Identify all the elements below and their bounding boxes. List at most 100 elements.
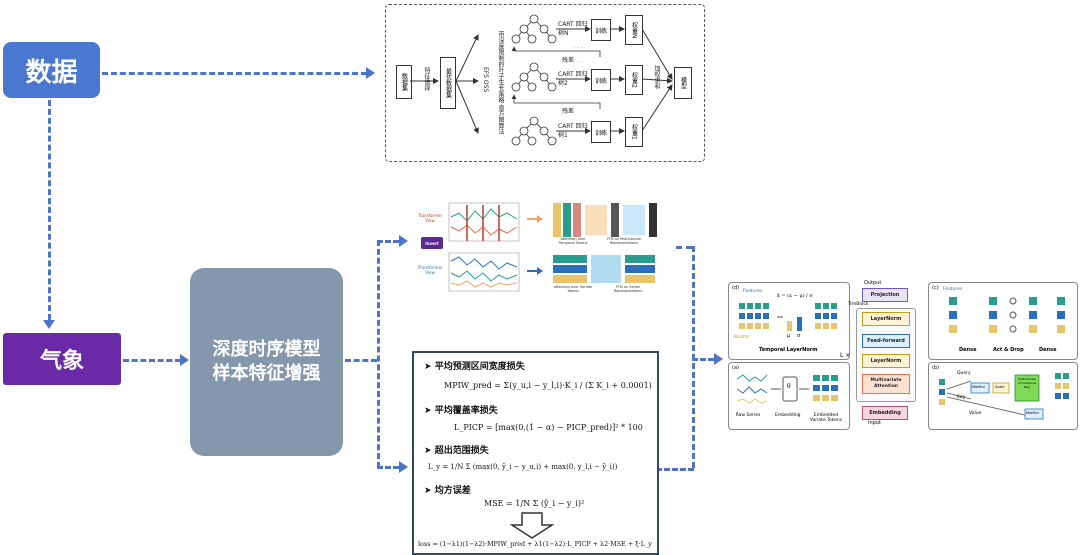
gbdt-tree1-label: CART 回归树1: [558, 123, 588, 139]
arch-sigma: σ: [797, 333, 801, 339]
loss-formula-4: MSE = 1/N Σ (ŷ_i − y_i)²: [484, 499, 585, 508]
arch-matmul-2: MatMul: [1026, 411, 1039, 415]
connector-data-to-weather: [48, 100, 51, 320]
arch-input: Input: [868, 420, 881, 426]
arch-temporal-ln: Temporal LayerNorm: [759, 347, 818, 353]
arch-c-graph: [949, 297, 1065, 333]
model-label-box: 深度时序模型 样本特征增强: [190, 268, 343, 456]
arch-dense-2: Dense: [1039, 347, 1057, 353]
arch-layernorm-bottom: LayerNorm: [862, 354, 910, 368]
gbdt-residual-mid: 残差: [562, 108, 575, 115]
arch-layernorm-top-label: LayerNorm: [870, 316, 902, 322]
connector-data-to-gbdt: [102, 72, 367, 75]
itrans-panel: Transformer View iTransformer View Inver…: [415, 197, 670, 297]
arch-panel-c: (c) Features Dense Act & Drop Dense: [928, 282, 1078, 360]
arrowhead-itrans: [399, 235, 408, 247]
arch-trmblock: TrmBlock: [848, 302, 869, 307]
tree-n-icon: [511, 14, 557, 44]
loss-bullet-3-text: 超出范围损失: [434, 446, 489, 456]
arch-embedding: Embedding: [862, 406, 908, 420]
gbdt-residual-top: 残差: [562, 57, 575, 64]
arch-panel-a: (a) θ Raw Series Embedding Embedded Vari…: [728, 362, 850, 430]
gbdt-panel: 数据集 特征选择 最优数据集 EFS OSS 带深度限制的叶子生长策略 直方图算…: [385, 4, 705, 162]
transformer-view-label: Transformer View: [417, 213, 442, 223]
arch-projection-label: Projection: [870, 292, 900, 298]
arch-ln-formula: x̂ = (x − μ) / σ: [777, 293, 813, 299]
arch-corr-map: Multivariate Correlations Map: [1017, 377, 1037, 389]
loss-bullet-4: ➤ 均方误差: [424, 486, 471, 496]
arch-projection: Projection: [862, 288, 908, 302]
arch-panel-b: (b) Query Key Value MatMul Scale Multiva…: [928, 362, 1078, 430]
gbdt-weight-1: 权重1: [625, 117, 643, 147]
gbdt-optimal-box: 最优数据集: [440, 57, 456, 109]
down-arrow-icon: [510, 512, 554, 539]
connector-to-arch: [692, 358, 714, 361]
arch-mha-label: Multivariate Attention: [870, 378, 902, 389]
gbdt-graph: · · · · · ·: [410, 14, 673, 146]
gbdt-weighted-sum: 加权求和: [653, 65, 660, 89]
tree-2-icon: [511, 62, 557, 92]
arch-theta: θ: [787, 383, 791, 390]
gbdt-train-2-label: 训练: [594, 77, 607, 85]
gbdt-train-1-label: 训练: [594, 129, 607, 137]
arrowhead-weather: [43, 320, 55, 329]
gbdt-tree2-label: CART 回归树2: [558, 71, 588, 87]
gbdt-optimal-label: 最优数据集: [444, 68, 452, 98]
variate-tokens-icon: [553, 255, 655, 283]
arch-a-graph: [736, 374, 838, 404]
loss-bullet-1-text: 平均预测区间宽度损失: [434, 362, 525, 372]
svg-text:· · ·: · · ·: [574, 59, 582, 65]
arch-d-tokens-icon: [739, 303, 837, 331]
gbdt-weight-n-label: 权重N: [630, 21, 638, 39]
arch-embedded-tokens: Embedded Variate Tokens: [809, 413, 843, 423]
arch-scale: Scale: [995, 385, 1005, 389]
itransformer-view-label: iTransformer View: [417, 265, 443, 275]
arch-dense-1: Dense: [959, 347, 977, 353]
loss-bullet-1: ➤ 平均预测区间宽度损失: [424, 362, 525, 372]
ffn-series-label: FFN on Series Representations: [613, 285, 643, 293]
gbdt-feature-select: 特征选择: [423, 67, 430, 91]
arch-feedforward-label: Feed-forward: [867, 338, 905, 344]
arch-query: Query: [957, 371, 971, 376]
gbdt-weight-2-label: 权重2: [630, 72, 638, 88]
gbdt-model-label: 模型: [679, 77, 687, 89]
arrowhead-model: [180, 354, 189, 366]
loss-formula-3: L_y = 1/N Σ (max(0, ŷ_i − y_u,i) + max(0…: [428, 463, 618, 471]
arch-feedforward: Feed-forward: [862, 334, 910, 348]
loss-bullet-2-text: 平均覆盖率损失: [434, 406, 498, 416]
arrowhead-loss: [399, 461, 408, 473]
arch-value: Value: [969, 411, 982, 416]
gbdt-model-box: 模型: [674, 67, 692, 99]
arch-output: Output: [864, 280, 882, 286]
arch-c-label: (c): [932, 285, 939, 291]
arch-act-drop: Act & Drop: [993, 347, 1024, 353]
arch-b-label: (b): [932, 365, 940, 371]
arch-layernorm-top: LayerNorm: [862, 312, 910, 326]
loss-panel: ➤ 平均预测区间宽度损失 MPIW_pred = Σ(y_u,i − y_l,i…: [412, 351, 659, 555]
data-label: 数据: [25, 57, 78, 88]
svg-text:· · ·: · · ·: [574, 45, 582, 51]
gbdt-strategy: 带深度限制的叶子生长策略 直方图算法: [497, 31, 504, 135]
arch-embed: Embedding: [775, 413, 801, 418]
arch-layernorm-bottom-label: LayerNorm: [870, 358, 902, 364]
arch-d-label: (d): [732, 285, 740, 291]
loss-formula-2: L_PICP = [max(0,(1 − α) − PICP_pred)]² *…: [454, 423, 643, 432]
gbdt-train-2: 训练: [591, 69, 611, 91]
loss-bullet-3: ➤ 超出范围损失: [424, 446, 489, 456]
arch-matmul-1: MatMul: [972, 385, 985, 389]
gbdt-methods: EFS OSS: [482, 67, 489, 93]
attn-temporal-label: Attention over Temporal Tokens: [558, 237, 588, 245]
loss-formula-1: MPIW_pred = Σ(y_u,i − y_l,i)·K_i / (Σ K_…: [444, 381, 652, 390]
loss-formula-total: loss = (1−λ1)(1−λ2)·MPIW_pred + λ1(1−λ2)…: [418, 540, 652, 548]
model-label-line1: 深度时序模型: [212, 339, 321, 360]
model-label-line2: 样本特征增强: [212, 363, 321, 384]
itrans-graph: [448, 202, 657, 292]
loss-bullet-4-text: 均方误差: [434, 486, 471, 496]
attn-variate-label: Attention over Variate Tokens: [553, 285, 593, 293]
tree-1-icon: [511, 116, 557, 146]
gbdt-dataset-label: 数据集: [400, 73, 408, 91]
gbdt-weight-1-label: 权重1: [630, 124, 638, 140]
connector-model-out: [345, 359, 377, 362]
arch-embedding-label: Embedding: [869, 410, 901, 416]
arch-b-graph: [939, 373, 1069, 420]
